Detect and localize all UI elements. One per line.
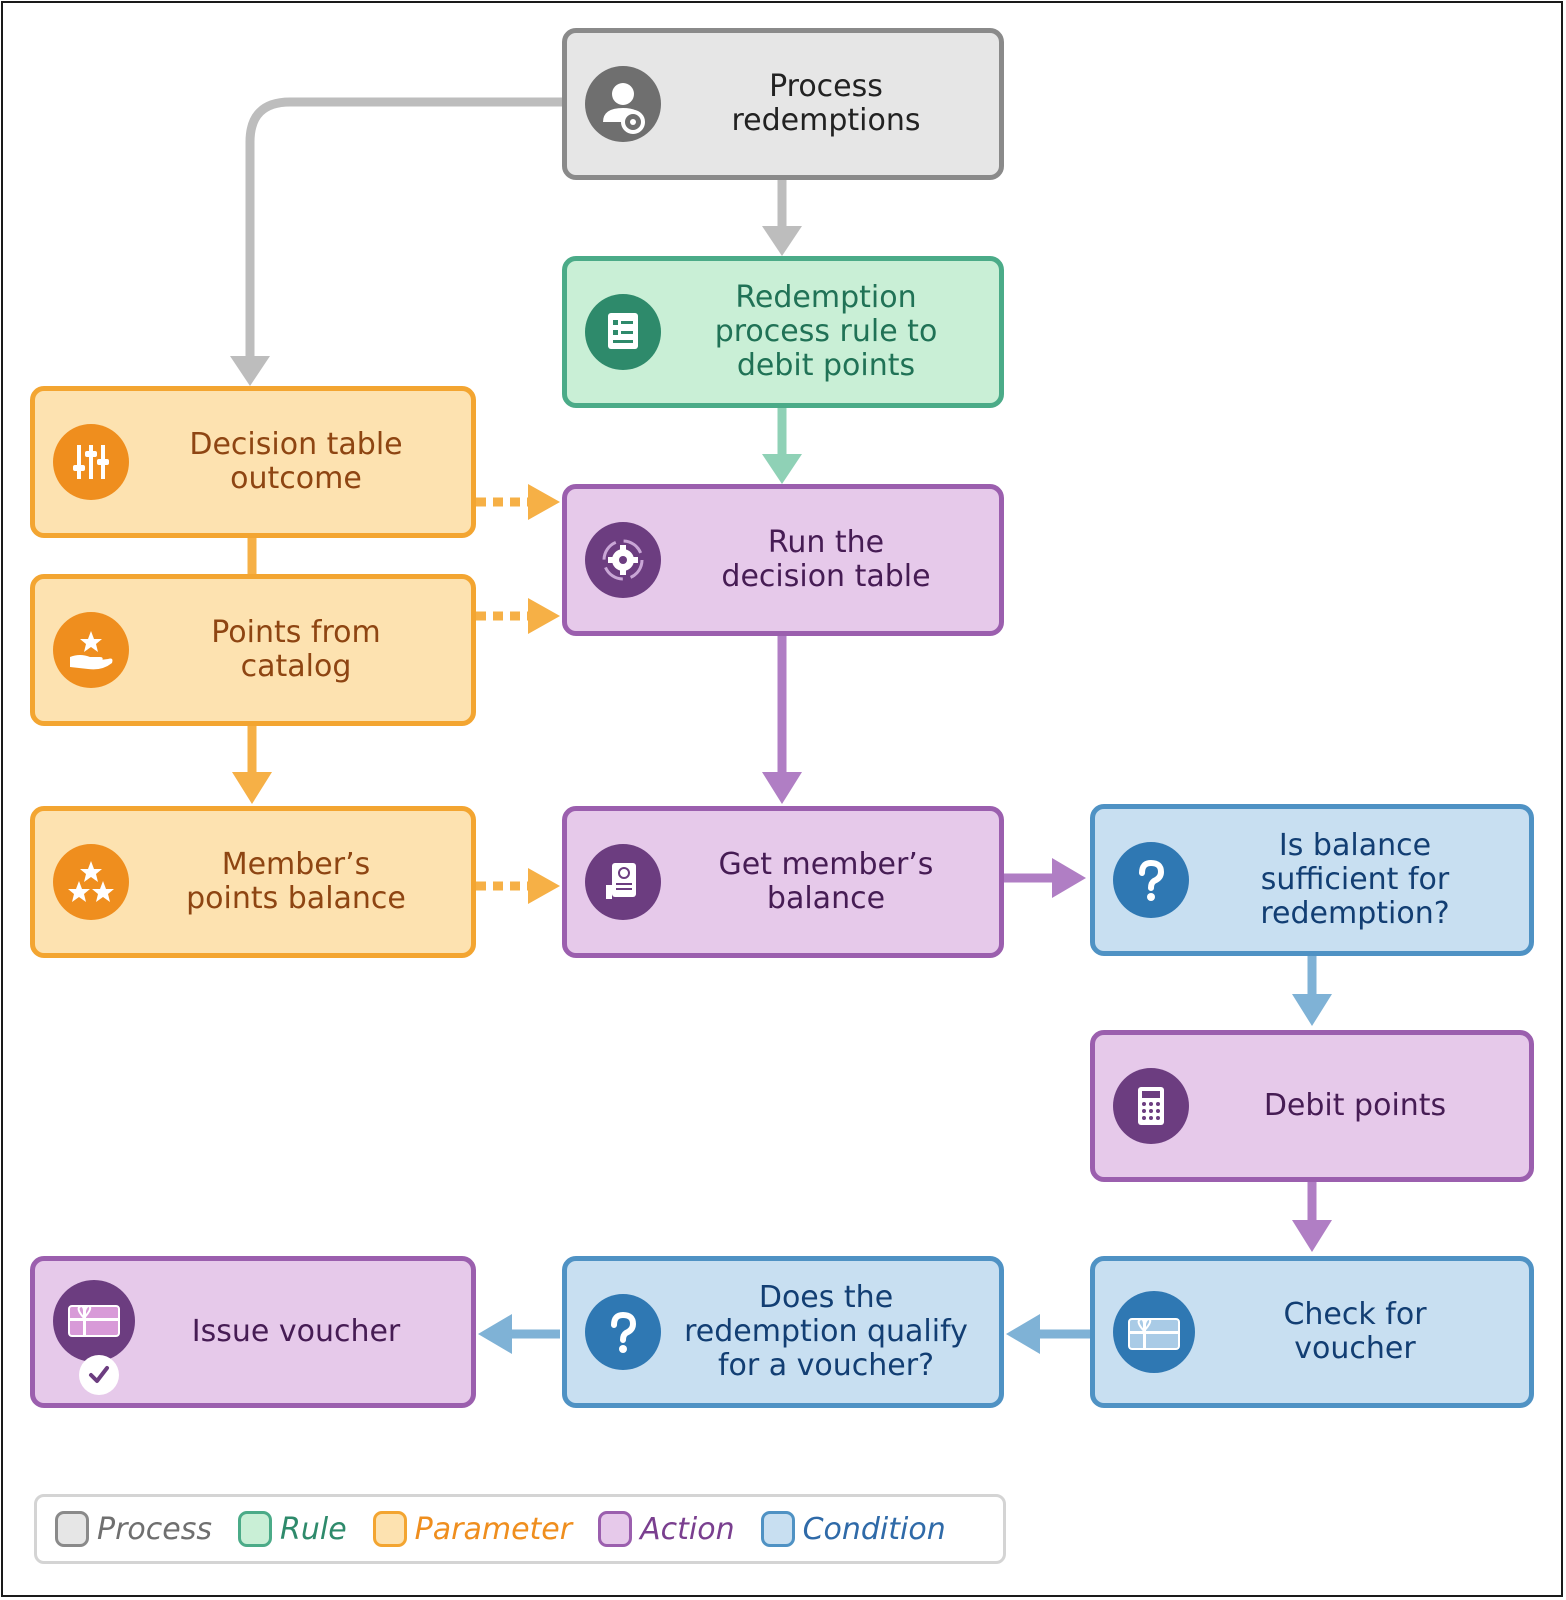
arrowhead: [1292, 1220, 1332, 1252]
node-process-redemptions: Process redemptions: [562, 28, 1004, 180]
arrowhead: [762, 454, 802, 484]
node-redemption-rule: Redemption process rule to debit points: [562, 256, 1004, 408]
legend-item-action: Action: [598, 1511, 735, 1547]
node-does-redemption-qualify: Does the redemption qualify for a vouche…: [562, 1256, 1004, 1408]
arrowhead: [1006, 1314, 1040, 1354]
statement-icon: [585, 844, 661, 920]
legend-label: Action: [640, 1511, 735, 1547]
node-members-points-balance: Member’s points balance: [30, 806, 476, 958]
node-issue-voucher: Issue voucher: [30, 1256, 476, 1408]
rule-document-icon: [585, 294, 661, 370]
arrowhead: [528, 868, 560, 904]
arrowhead: [1052, 858, 1086, 898]
arrowhead: [528, 484, 560, 520]
legend-item-rule: Rule: [238, 1511, 347, 1547]
sliders-icon: [53, 424, 129, 500]
node-run-decision-table: Run the decision table: [562, 484, 1004, 636]
node-get-members-balance: Get member’s balance: [562, 806, 1004, 958]
calculator-icon: [1113, 1068, 1189, 1144]
legend-item-process: Process: [55, 1511, 212, 1547]
node-label: Redemption process rule to debit points: [714, 280, 938, 383]
question-icon: [585, 1294, 661, 1370]
legend-item-parameter: Parameter: [372, 1511, 573, 1547]
node-check-for-voucher: Check for voucher: [1090, 1256, 1534, 1408]
arrowhead: [478, 1314, 512, 1354]
node-label: Debit points: [1263, 1088, 1447, 1123]
legend-label: Condition: [802, 1511, 946, 1547]
legend-swatch: [598, 1511, 633, 1547]
node-label: Issue voucher: [191, 1314, 401, 1349]
node-label: Process redemptions: [731, 69, 921, 138]
user-gear-icon: [585, 66, 661, 142]
node-label: Does the redemption qualify for a vouche…: [684, 1280, 968, 1383]
node-label: Is balance sufficient for redemption?: [1260, 828, 1450, 931]
node-label: Decision table outcome: [189, 427, 403, 496]
gear-cycle-icon: [585, 522, 661, 598]
legend-swatch: [760, 1511, 795, 1547]
arrowhead: [762, 772, 802, 804]
arrowhead: [232, 772, 272, 804]
legend: Process Rule Parameter Action Condition: [34, 1494, 1006, 1564]
arrowhead: [1292, 994, 1332, 1026]
stars-icon: [53, 844, 129, 920]
arrowhead: [762, 226, 802, 256]
node-is-balance-sufficient: Is balance sufficient for redemption?: [1090, 804, 1534, 956]
check-badge-icon: [79, 1355, 119, 1395]
arrowhead: [230, 356, 270, 386]
arrowhead: [528, 598, 560, 634]
legend-swatch: [55, 1511, 89, 1547]
legend-swatch: [238, 1511, 272, 1547]
connector-process-to-decision-outcome: [245, 97, 562, 356]
legend-label: Process: [97, 1511, 212, 1547]
node-label: Points from catalog: [211, 615, 381, 684]
legend-item-condition: Condition: [760, 1511, 946, 1547]
node-points-from-catalog: Points from catalog: [30, 574, 476, 726]
node-label: Check for voucher: [1283, 1297, 1427, 1366]
node-label: Run the decision table: [721, 525, 931, 594]
legend-label: Rule: [280, 1511, 347, 1547]
node-debit-points: Debit points: [1090, 1030, 1534, 1182]
node-decision-table-outcome: Decision table outcome: [30, 386, 476, 538]
gift-card-icon: [1113, 1291, 1195, 1373]
node-label: Member’s points balance: [186, 847, 406, 916]
question-icon: [1113, 842, 1189, 918]
hand-star-icon: [53, 612, 129, 688]
node-label: Get member’s balance: [718, 847, 934, 916]
legend-label: Parameter: [414, 1511, 573, 1547]
legend-swatch: [372, 1511, 407, 1547]
gift-card-check-icon: [53, 1280, 135, 1362]
